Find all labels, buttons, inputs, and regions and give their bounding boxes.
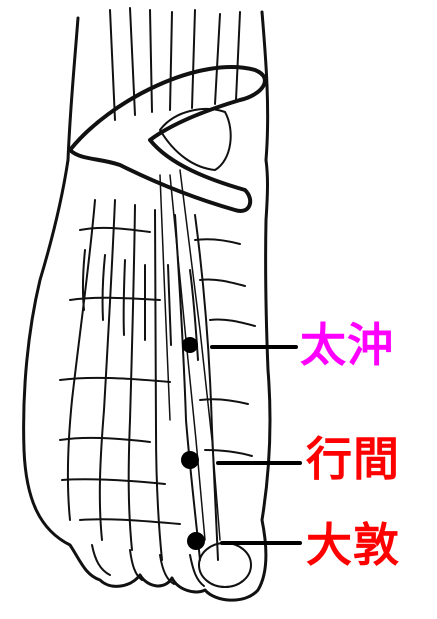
taichong-label: 太沖: [300, 318, 394, 372]
dadun-point: [187, 532, 205, 550]
xingjian-point: [181, 451, 199, 469]
taichong-point: [182, 337, 198, 353]
extensor-tendons: [159, 169, 221, 541]
dadun-label: 大敦: [306, 518, 400, 572]
leg-tendons: [109, 7, 241, 121]
retinaculum-band: [68, 65, 267, 213]
ankle-bone: [159, 108, 232, 171]
leg-outline-right: [260, 10, 270, 162]
xingjian-label: 行間: [306, 432, 400, 486]
foot-outline: [22, 158, 272, 602]
leg-outline-left: [66, 16, 80, 162]
foot-bones: [59, 199, 256, 588]
